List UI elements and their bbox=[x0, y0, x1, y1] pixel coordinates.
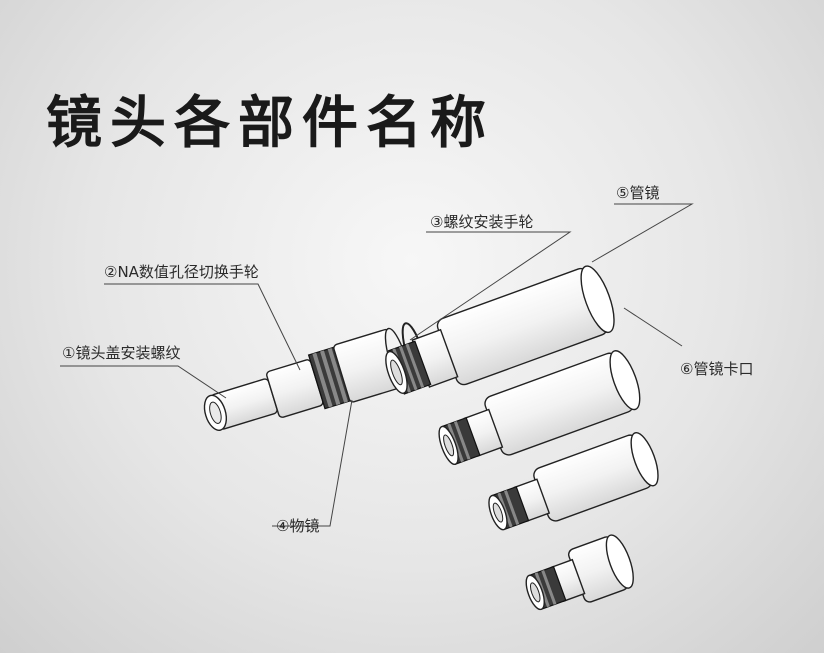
label-tube: ⑤管镜 bbox=[616, 184, 660, 202]
leader-line-tube-clamp bbox=[623, 307, 683, 347]
leader-line-objective bbox=[272, 399, 353, 527]
label-thread-cap: ①镜头盖安装螺纹 bbox=[62, 344, 181, 362]
label-na-aperture: ②NA数值孔径切换手轮 bbox=[104, 263, 259, 281]
tube-lens-large bbox=[385, 265, 615, 395]
leader-lines bbox=[60, 203, 694, 527]
tube-lens-short bbox=[525, 534, 634, 611]
page-title: 镜头各部件名称 bbox=[46, 91, 494, 156]
label-objective: ④物镜 bbox=[276, 517, 320, 535]
objective-lens-assembly bbox=[203, 322, 427, 431]
leader-line-screw-wheel bbox=[409, 231, 572, 341]
leader-line-thread-cap bbox=[60, 365, 227, 399]
tube-lens-medium bbox=[438, 350, 641, 466]
tube-lens-small bbox=[488, 431, 659, 531]
leader-line-tube bbox=[591, 203, 694, 263]
label-tube-clamp: ⑥管镜卡口 bbox=[680, 360, 754, 378]
label-screw-wheel: ③螺纹安装手轮 bbox=[430, 213, 534, 231]
leader-line-na-aperture bbox=[104, 283, 301, 371]
